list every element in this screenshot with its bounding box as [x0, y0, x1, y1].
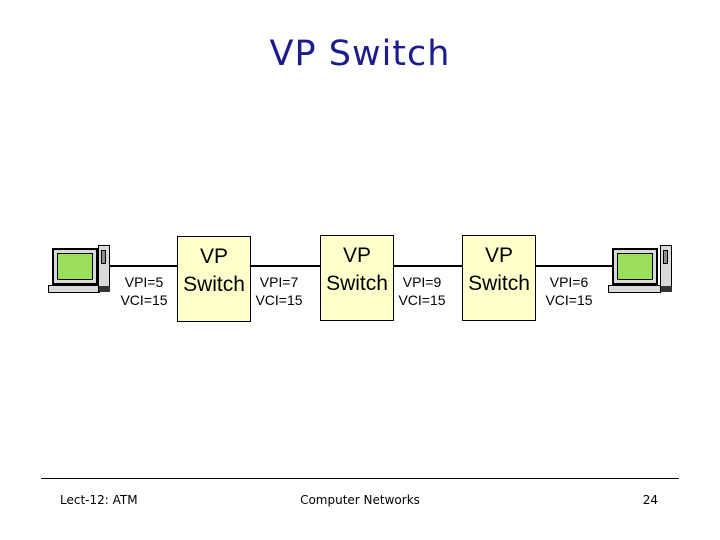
workstation-icon — [40, 243, 114, 295]
footer-lecture: Lect-12: ATM — [60, 493, 138, 507]
vp-switch-label-line2: Switch — [326, 272, 388, 295]
workstation-shadow — [99, 286, 110, 292]
link-wire-4 — [536, 265, 612, 267]
workstation-monitor — [52, 248, 98, 285]
vp-switch-box-1: VP Switch — [177, 236, 251, 322]
link-label-3: VPI=9 VCI=15 — [387, 273, 457, 309]
footer-course: Computer Networks — [300, 493, 420, 507]
vci-value: VCI=15 — [545, 292, 593, 308]
workstation-base — [608, 285, 661, 293]
workstation-icon — [606, 243, 680, 295]
footer-divider — [41, 478, 679, 479]
vpi-value: VPI=6 — [549, 274, 589, 290]
footer-page-number: 24 — [642, 493, 658, 507]
vci-value: VCI=15 — [398, 292, 446, 308]
vp-switch-box-2: VP Switch — [320, 235, 394, 321]
link-label-2: VPI=7 VCI=15 — [244, 273, 314, 309]
vp-switch-label-line2: Switch — [468, 272, 530, 295]
link-wire-3 — [394, 265, 462, 267]
workstation-screen — [57, 253, 93, 280]
workstation-monitor — [612, 248, 658, 285]
vp-switch-label-line2: Switch — [183, 273, 245, 296]
workstation-drive-slot — [663, 250, 668, 264]
link-label-1: VPI=5 VCI=15 — [109, 273, 179, 309]
vp-switch-label-line1: VP — [484, 244, 513, 267]
vci-value: VCI=15 — [255, 292, 303, 308]
vpi-value: VPI=5 — [124, 274, 164, 290]
vp-switch-box-3: VP Switch — [462, 235, 536, 321]
slide-title: VP Switch — [269, 34, 451, 74]
workstation-drive-slot — [101, 250, 106, 264]
workstation-base — [48, 285, 100, 293]
workstation-shadow — [661, 286, 672, 292]
workstation-screen — [617, 253, 653, 280]
vp-switch-label-line1: VP — [342, 244, 371, 267]
vpi-value: VPI=9 — [402, 274, 442, 290]
link-wire-1 — [110, 265, 177, 267]
vp-switch-label-line1: VP — [199, 245, 228, 268]
vci-value: VCI=15 — [120, 292, 168, 308]
link-wire-2 — [251, 265, 320, 267]
link-label-4: VPI=6 VCI=15 — [534, 273, 604, 309]
vpi-value: VPI=7 — [259, 274, 299, 290]
